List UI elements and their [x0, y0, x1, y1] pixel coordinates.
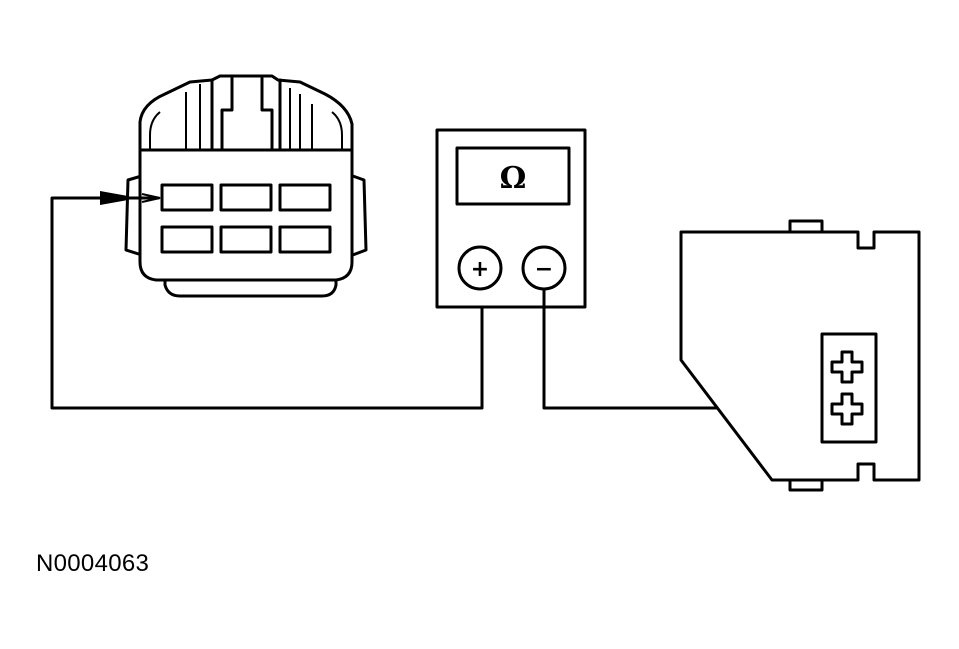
component-terminal-1: [830, 350, 864, 384]
ohmmeter: Ω + −: [435, 128, 587, 309]
connector-pin-2: [219, 183, 273, 212]
connector-pin-4: [160, 225, 214, 254]
connector-pin-5: [219, 225, 273, 254]
meter-display: [455, 146, 571, 206]
component-terminal-2: [830, 392, 864, 426]
connector-pin-1: [160, 183, 214, 212]
component-module: [679, 219, 921, 492]
connector-probe: [50, 191, 484, 410]
positive-terminal: [457, 245, 503, 291]
electrical-connector: [124, 74, 368, 298]
negative-terminal-label: −: [535, 257, 553, 282]
figure-id-label: N0004063: [36, 550, 150, 577]
connector-pin-3: [278, 183, 332, 212]
positive-terminal-label: +: [471, 257, 489, 282]
connector-pin-6: [278, 225, 332, 254]
ohm-symbol: Ω: [500, 161, 527, 196]
component-terminal-block: [820, 332, 878, 444]
